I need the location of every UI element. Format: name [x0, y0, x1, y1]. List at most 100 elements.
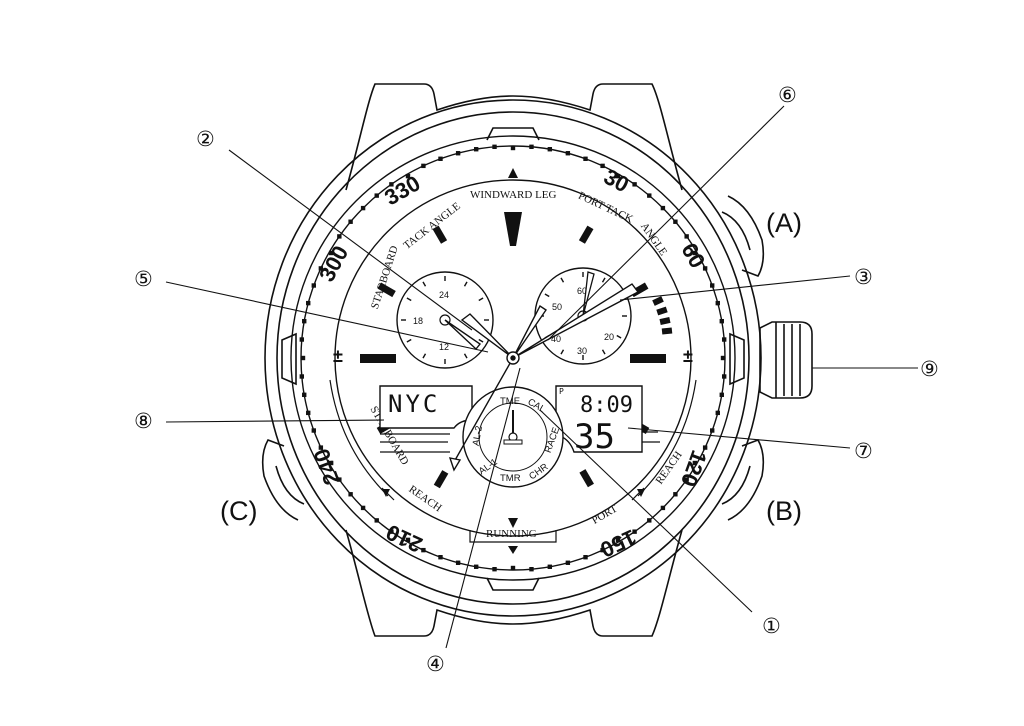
subdial-tick — [478, 338, 484, 343]
bezel-tick — [374, 518, 379, 523]
left-subdial: 24 18 6 12 — [396, 271, 494, 369]
button-c-label: (C) — [220, 496, 257, 526]
bezel-num-210: 210 — [382, 519, 426, 557]
bezel-tick — [328, 460, 334, 466]
label-tack-angle: TACK ANGLE — [401, 200, 463, 252]
bezel-num-330: 330 — [380, 170, 424, 210]
bezel-tick — [615, 537, 621, 543]
bezel-tick — [565, 151, 571, 156]
bezel-tick — [673, 492, 678, 497]
bezel-tick — [692, 460, 698, 466]
bezel-tick — [311, 428, 316, 433]
bezel-tick — [715, 410, 720, 416]
left-sub-24: 24 — [439, 290, 449, 300]
bezel-tick — [510, 565, 516, 571]
left-sub-18: 18 — [413, 316, 423, 326]
bezel-tick — [600, 163, 605, 169]
bezel-tick — [421, 163, 426, 169]
second-hand — [453, 357, 514, 463]
bezel-triangle-top — [508, 168, 518, 178]
bezel-tick — [692, 250, 698, 256]
right-sub-60: 60 — [577, 286, 587, 296]
bezel-tick — [306, 300, 311, 306]
right-sub-hand — [582, 271, 595, 317]
bezel-tick — [337, 477, 342, 482]
bezel-tick — [647, 193, 652, 198]
bezel-tick — [492, 566, 497, 572]
bezel-tick — [710, 428, 715, 433]
bezel-tick — [600, 547, 605, 553]
bezel-tick — [302, 318, 307, 324]
bezel-tick — [302, 392, 307, 398]
subdial-tick — [560, 349, 565, 355]
mode-tme: TME — [500, 396, 520, 407]
plus-minus-left: ± — [333, 346, 343, 366]
bezel-tick — [529, 566, 534, 572]
subdial-tick — [463, 353, 468, 359]
callout-1: ① — [762, 614, 781, 638]
right-lcd: P 8:09 35 — [555, 385, 660, 457]
bezel-tick — [348, 219, 353, 224]
subdial-tick — [406, 338, 412, 343]
callout-7: ⑦ — [854, 439, 873, 463]
leader-lines — [165, 105, 918, 649]
bezel-tick — [473, 564, 479, 569]
bezel-tick — [438, 555, 443, 560]
bezel-tick — [311, 283, 316, 288]
bezel-tick — [720, 355, 726, 361]
bezel-tick — [299, 374, 305, 379]
subdial-tick — [616, 334, 622, 339]
bezel-tick — [405, 537, 411, 543]
bezel-ticks — [299, 144, 727, 572]
bezel-tick — [647, 518, 652, 523]
label-windward-leg: WINDWARD LEG — [470, 189, 557, 201]
bezel-tick — [529, 144, 534, 150]
left-lcd-bands — [380, 433, 450, 453]
bezel-tick — [632, 182, 637, 187]
right-lcd-bands — [642, 431, 660, 443]
bezel-tick — [300, 355, 306, 361]
bezel-tick — [684, 234, 689, 239]
bezel-tick — [583, 555, 588, 560]
right-sub-30: 30 — [577, 346, 587, 356]
reach-brackets — [329, 379, 697, 501]
triangle-running — [508, 546, 518, 554]
bezel-tick — [473, 147, 479, 152]
label-starboard-top: STARBOARD — [369, 244, 401, 310]
subdial-tick — [560, 277, 565, 283]
button-b-label: (B) — [766, 496, 802, 526]
label-angle: ANGLE — [638, 221, 669, 259]
callout-8: ⑧ — [134, 409, 153, 433]
lcd-seconds: 35 — [574, 417, 615, 457]
subdial-tick — [601, 277, 606, 283]
bezel-tick — [673, 219, 678, 224]
right-sub-20: 20 — [604, 332, 614, 342]
lcd-time: 8:09 — [580, 393, 633, 418]
bezel-tick — [374, 193, 379, 198]
label-port-tack: PORT TACK — [576, 190, 634, 226]
callouts: ① ② ③ ④ ⑤ ⑥ ⑦ ⑧ ⑨ — [134, 83, 939, 676]
bezel-tick — [455, 151, 461, 156]
bezel-tick — [710, 283, 715, 288]
bezel-tick — [702, 266, 708, 271]
crown — [759, 321, 813, 399]
bezel-num-240: 240 — [309, 445, 345, 488]
callout-5: ⑤ — [134, 267, 153, 291]
bezel-tick — [702, 445, 708, 450]
bezel-tick — [660, 505, 666, 511]
bezel-tick — [328, 250, 334, 256]
bezel-tick — [615, 173, 621, 179]
bezel-tick — [684, 477, 689, 482]
label-port: PORT — [590, 503, 620, 527]
right-sub-50: 50 — [552, 302, 562, 312]
bezel-tick — [721, 337, 727, 342]
bezel-tick — [719, 392, 724, 398]
subdial-tick — [478, 297, 484, 302]
bezel-tick — [583, 156, 588, 161]
label-running: RUNNING — [486, 528, 537, 540]
callout-3: ③ — [854, 265, 873, 289]
bezel-tick — [299, 337, 305, 342]
left-sub-12: 12 — [439, 342, 449, 352]
callout-2: ② — [196, 127, 215, 151]
